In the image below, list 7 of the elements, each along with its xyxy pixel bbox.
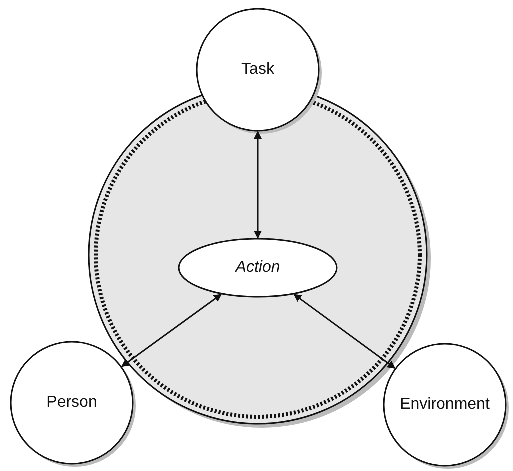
double-arrow (294, 294, 396, 369)
node-label: Person (46, 394, 98, 412)
node-label: Action (236, 259, 280, 277)
node-label: Environment (400, 396, 490, 414)
double-arrow (121, 294, 222, 368)
double-arrow (254, 131, 262, 239)
node-label: Task (242, 61, 274, 79)
